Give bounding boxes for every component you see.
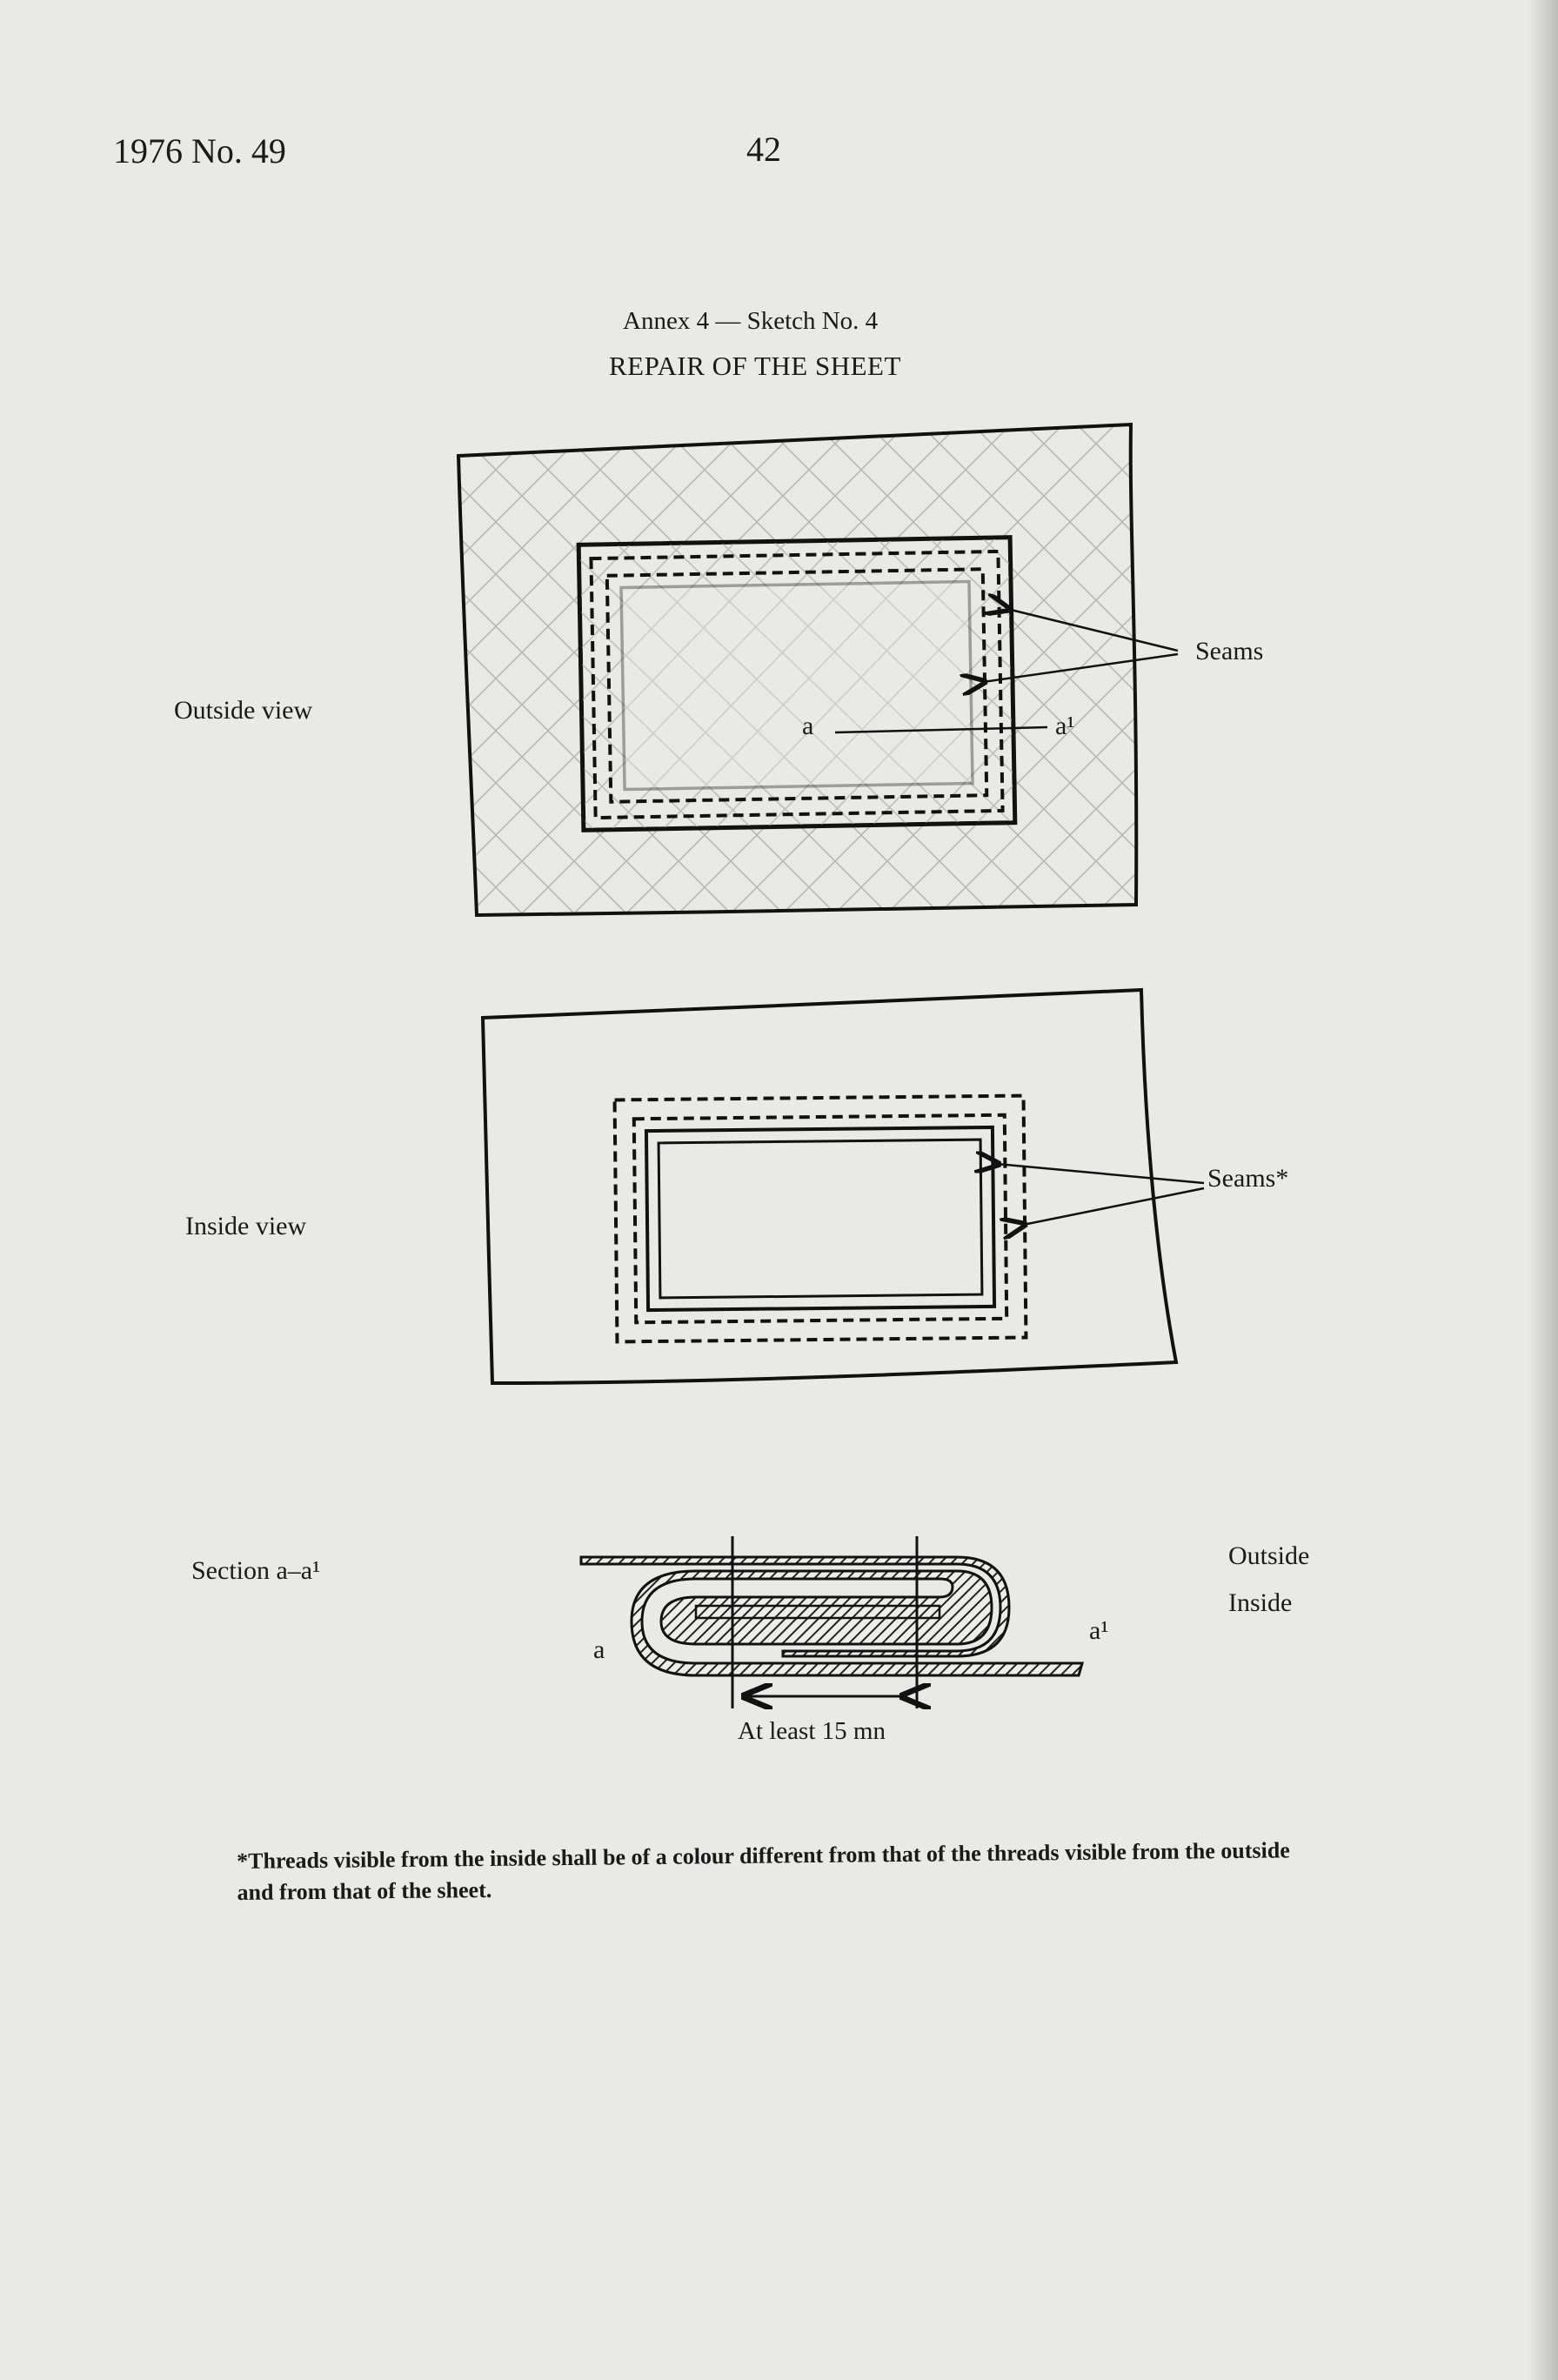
outside-view-diagram: [456, 422, 1179, 918]
outer-seam: [589, 549, 1005, 820]
section-line: [834, 725, 1048, 734]
section-label: Section a–a¹: [191, 1556, 321, 1585]
seams-label: Seams: [1195, 637, 1264, 665]
cut-out-edge: [619, 579, 974, 792]
section-end-a-label: a: [593, 1635, 605, 1664]
seam-arrow-inside-lower: [1023, 1187, 1205, 1225]
inside-view-diagram: [480, 987, 1205, 1386]
document-year-number: 1976 No. 49: [113, 131, 286, 170]
hole-edge-inside: [657, 1138, 984, 1300]
footnote: *Threads visible from the inside shall b…: [237, 1837, 1290, 1905]
outside-side-label: Outside: [1228, 1541, 1310, 1570]
seam-arrow-upper: [1007, 609, 1179, 652]
patch-edge-inside: [644, 1125, 997, 1313]
section-point-a1-label: a¹: [1055, 712, 1075, 740]
inside-view-label: Inside view: [185, 1212, 307, 1240]
patch-folded-layers: [630, 1569, 1084, 1677]
seam-arrow-lower: [983, 652, 1179, 682]
page-number: 42: [746, 130, 781, 169]
page-edge-shadow: [1528, 0, 1558, 2380]
section-end-a1-label: a¹: [1089, 1616, 1109, 1645]
seam-arrow-inside-upper: [997, 1164, 1205, 1185]
seams-star-label: Seams*: [1207, 1164, 1289, 1193]
middle-layer: [694, 1604, 941, 1620]
annex-heading: Annex 4 — Sketch No. 4: [623, 307, 879, 335]
sheet-layer-top: [579, 1555, 1011, 1658]
section-point-a-label: a: [802, 712, 814, 740]
inside-side-label: Inside: [1228, 1588, 1293, 1617]
outside-view-label: Outside view: [174, 696, 313, 725]
inside-sheet-outline: [480, 987, 1179, 1386]
sketch-title: REPAIR OF THE SHEET: [609, 351, 901, 381]
section-diagram: [579, 1536, 1084, 1708]
minimum-overlap-label: At least 15 mn: [738, 1717, 886, 1745]
